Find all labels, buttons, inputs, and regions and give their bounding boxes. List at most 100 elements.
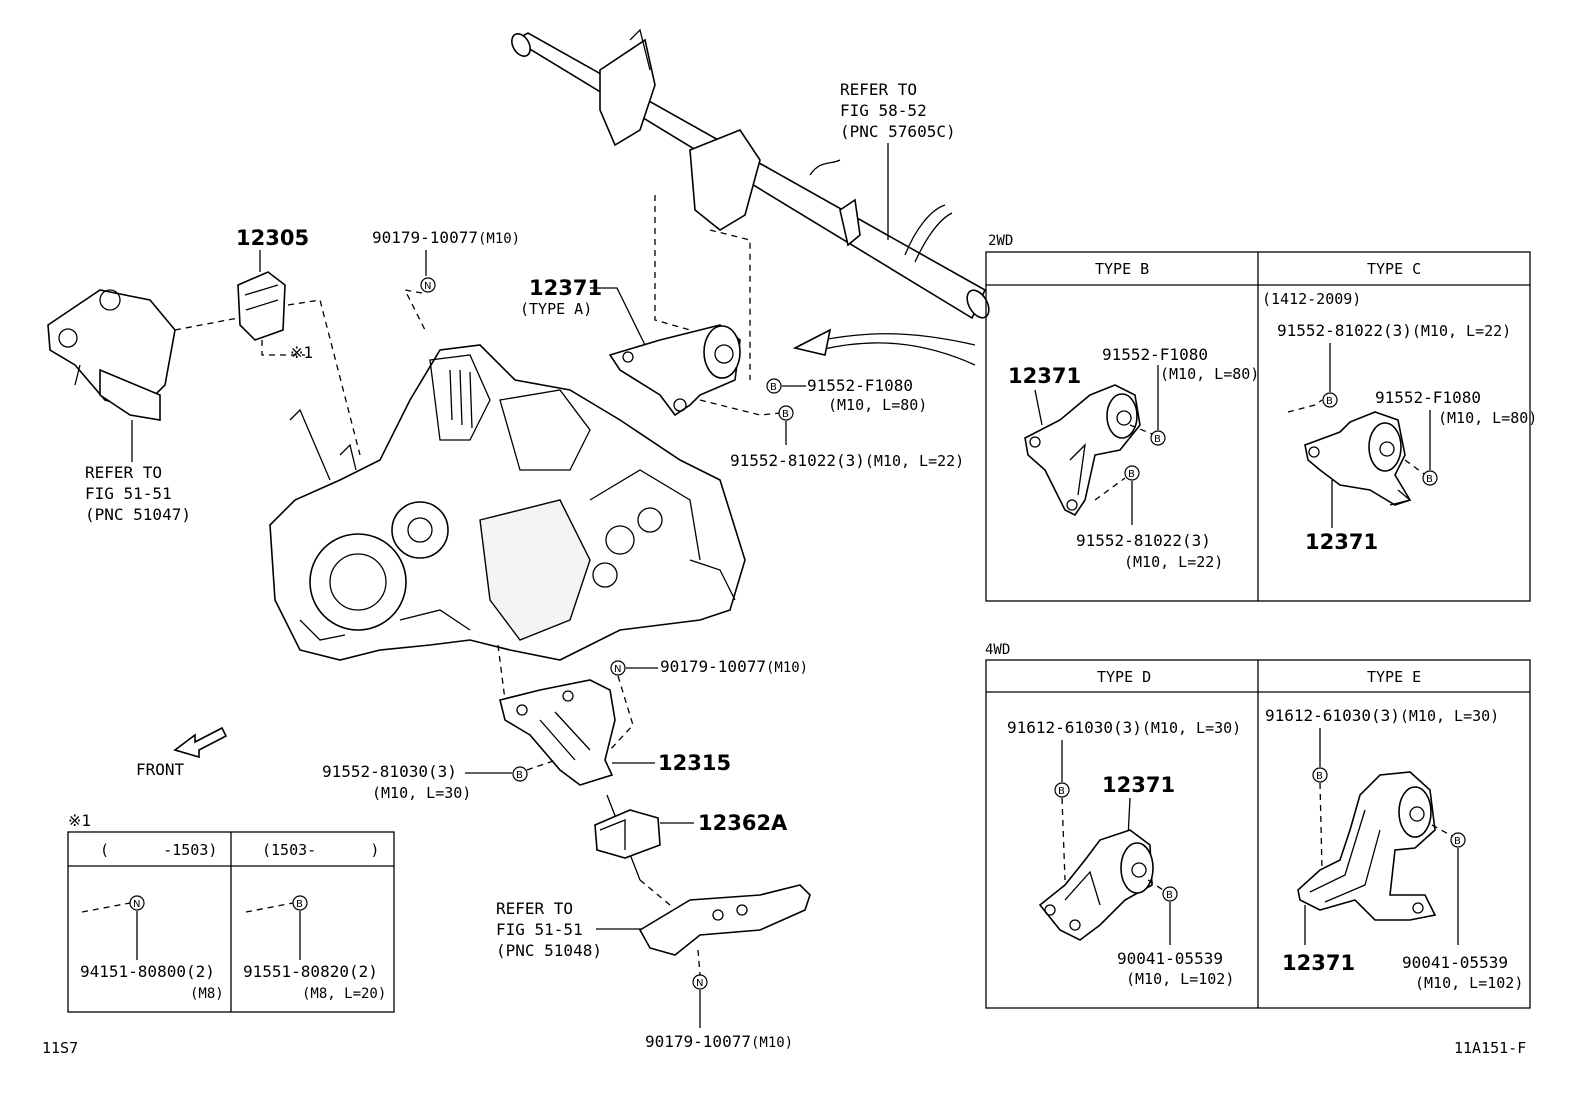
refer-fig5151-bottom-line2: FIG 51-51	[496, 920, 583, 939]
lower-bracket-illustration	[638, 884, 811, 956]
note-col2-header: (1503- )	[262, 841, 379, 859]
type-d-header: TYPE D	[1097, 668, 1151, 686]
svg-text:B: B	[782, 409, 789, 420]
note-table-title: ※1	[68, 811, 91, 830]
cross-member-illustration	[511, 28, 990, 320]
part-12305-illustration	[237, 271, 286, 341]
n-nut-icon: N	[692, 974, 708, 990]
refer-fig5852-line1: REFER TO	[840, 80, 917, 99]
b-bolt-icon: B	[1322, 392, 1338, 408]
svg-text:N: N	[696, 978, 703, 989]
n-nut-icon: N	[420, 277, 436, 293]
part-12371-main-illustration	[608, 324, 741, 417]
svg-text:N: N	[424, 281, 431, 292]
svg-text:B: B	[1128, 469, 1135, 480]
type-c-part2: 91552-F1080	[1375, 388, 1481, 407]
svg-text:B: B	[1426, 474, 1433, 485]
type-b-part2: 91552-81022(3)	[1076, 531, 1211, 550]
b-bolt-icon: B	[1312, 767, 1328, 783]
p12315-label: 12315	[658, 751, 731, 775]
type-b-mount-illustration	[1024, 384, 1141, 517]
n-nut-icon: N	[129, 895, 145, 911]
arrow-head-icon	[792, 328, 832, 356]
type-c-date: (1412-2009)	[1262, 290, 1361, 308]
type-b-main: 12371	[1008, 364, 1081, 388]
svg-text:B: B	[1316, 771, 1323, 782]
diagram-code-right: 11A151-F	[1454, 1039, 1526, 1057]
p91552-f1080-label: 91552-F1080	[807, 376, 913, 395]
svg-text:B: B	[1166, 890, 1173, 901]
type-b-spec2: (M10, L=22)	[1124, 553, 1223, 571]
type-c-mount-illustration	[1304, 411, 1412, 506]
type-e-main: 12371	[1282, 951, 1355, 975]
type-d-mount-illustration	[1038, 829, 1154, 941]
note-col1-spec: (M8)	[190, 986, 224, 1002]
refer-fig5852-line3: (PNC 57605C)	[840, 122, 956, 141]
note-table	[67, 831, 395, 1013]
note-col2-spec: (M8, L=20)	[302, 986, 386, 1002]
svg-text:B: B	[516, 770, 523, 781]
engine-transmission-illustration	[269, 344, 746, 661]
svg-text:B: B	[1154, 434, 1161, 445]
svg-text:N: N	[614, 664, 621, 675]
type-e-spec2: (M10, L=102)	[1415, 974, 1523, 992]
type-e-header: TYPE E	[1367, 668, 1421, 686]
box-4wd-frame	[985, 659, 1531, 1009]
type-e-part2: 90041-05539	[1402, 953, 1508, 972]
b-bolt-icon: B	[766, 378, 782, 394]
front-arrow-icon	[173, 726, 228, 759]
type-d-part2: 90041-05539	[1117, 949, 1223, 968]
type-a-label: (TYPE A)	[520, 300, 592, 318]
note-col2-part: 91551-80820(2)	[243, 962, 378, 981]
b-bolt-icon: B	[292, 895, 308, 911]
type-b-spec1: (M10, L=80)	[1160, 365, 1259, 383]
type-b-header: TYPE B	[1095, 260, 1149, 278]
type-c-main: 12371	[1305, 530, 1378, 554]
type-e-part1: 91612-61030(3)(M10, L=30)	[1265, 706, 1499, 725]
refer-fig5151-top-line1: REFER TO	[85, 463, 162, 482]
note-col1-part: 94151-80800(2)	[80, 962, 215, 981]
type-d-part1: 91612-61030(3)(M10, L=30)	[1007, 718, 1241, 737]
part-12315-illustration	[499, 679, 616, 786]
b-bolt-icon: B	[1422, 470, 1438, 486]
b-bolt-icon: B	[778, 405, 794, 421]
b-bolt-icon: B	[512, 766, 528, 782]
diagram-code-left: 11S7	[42, 1039, 78, 1057]
refer-fig5151-top-line2: FIG 51-51	[85, 484, 172, 503]
b-bolt-icon: B	[1450, 832, 1466, 848]
type-c-header: TYPE C	[1367, 260, 1421, 278]
p91552-81030-label: 91552-81030(3)	[322, 762, 457, 781]
p12362a-label: 12362A	[698, 811, 788, 835]
svg-text:B: B	[296, 899, 303, 910]
box-2wd-title: 2WD	[988, 233, 1013, 249]
note-col1-header: ( -1503)	[100, 841, 217, 859]
p90179-mid-label: 90179-10077(M10)	[660, 657, 808, 676]
svg-text:B: B	[1326, 396, 1333, 407]
part-12362a-illustration	[594, 794, 661, 881]
n-nut-icon: N	[610, 660, 626, 676]
type-c-spec2: (M10, L=80)	[1438, 409, 1537, 427]
type-d-spec2: (M10, L=102)	[1126, 970, 1234, 988]
type-d-main: 12371	[1102, 773, 1175, 797]
b-bolt-icon: B	[1054, 782, 1070, 798]
p91552-81022-main-label: 91552-81022(3)(M10, L=22)	[730, 451, 964, 470]
svg-text:B: B	[770, 382, 777, 393]
p91552-81030-spec: (M10, L=30)	[372, 784, 471, 802]
refer-fig5151-top-line3: (PNC 51047)	[85, 505, 191, 524]
b-bolt-icon: B	[1124, 465, 1140, 481]
p90179-bottom-label: 90179-10077(M10)	[645, 1032, 793, 1051]
refer-fig5151-bottom-line1: REFER TO	[496, 899, 573, 918]
refer-fig5852-line2: FIG 58-52	[840, 101, 927, 120]
part-12305-label: 12305	[236, 226, 309, 250]
box-2wd-frame	[985, 251, 1531, 602]
refer-fig5151-bottom-line3: (PNC 51048)	[496, 941, 602, 960]
p90179-top-label: 90179-10077(M10)	[372, 228, 520, 247]
type-e-mount-illustration	[1297, 771, 1437, 921]
left-bracket-illustration	[47, 289, 176, 421]
front-label: FRONT	[136, 760, 185, 779]
svg-text:B: B	[1058, 786, 1065, 797]
b-bolt-icon: B	[1162, 886, 1178, 902]
p12371-main-label: 12371	[529, 276, 602, 300]
type-b-part1: 91552-F1080	[1102, 345, 1208, 364]
